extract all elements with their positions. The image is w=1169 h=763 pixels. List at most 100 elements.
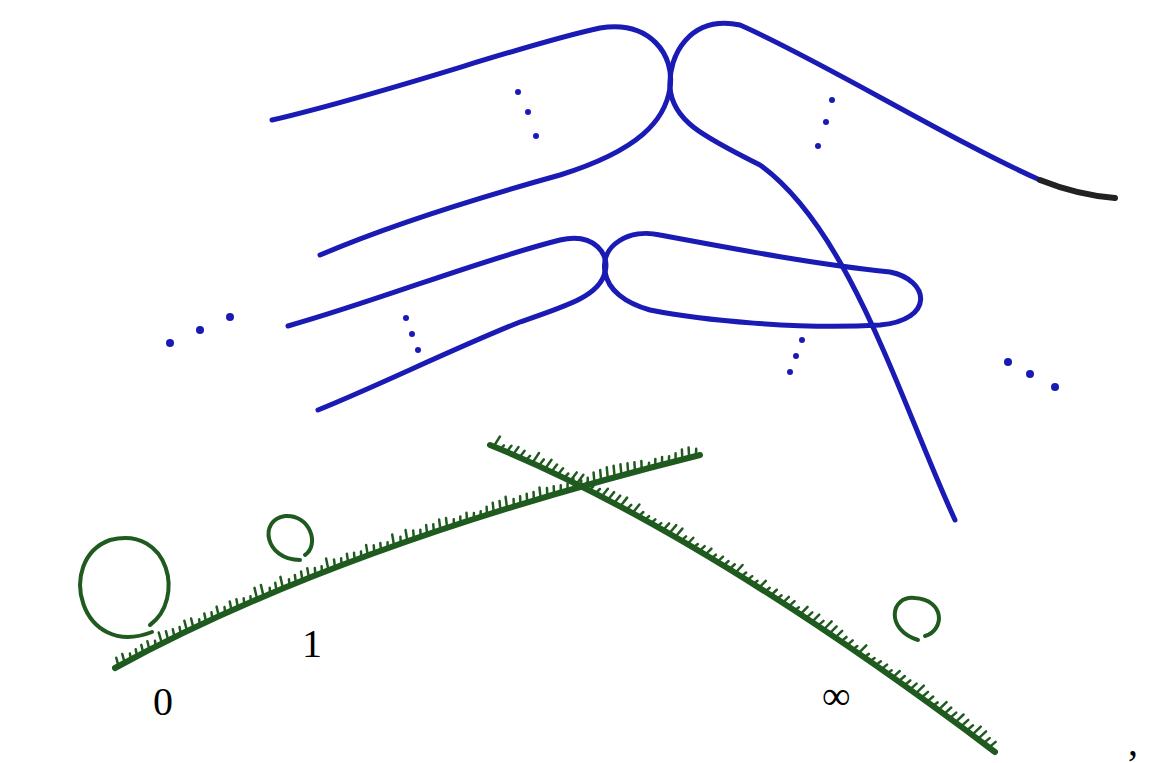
hair-tick <box>904 680 910 685</box>
hair-tick <box>379 543 382 551</box>
hair-tick <box>687 447 690 457</box>
dot <box>799 337 805 343</box>
hair-tick <box>651 519 655 523</box>
hair-tick <box>626 463 629 473</box>
hair-tick <box>978 731 986 739</box>
hair-tick <box>723 561 728 566</box>
hair-tick <box>824 621 832 629</box>
hair-tick <box>619 464 622 475</box>
hair-tick <box>526 456 530 460</box>
hair-tick <box>893 671 900 677</box>
hair-tick <box>812 615 819 622</box>
hair-tick <box>288 579 291 586</box>
hair-tick <box>372 545 375 553</box>
hair-tick <box>800 607 807 615</box>
point-label: 0 <box>153 682 173 722</box>
hair-tick <box>570 472 576 481</box>
hair-tick <box>864 654 869 657</box>
hair-tick <box>759 581 766 588</box>
hair-tick <box>210 612 213 619</box>
hair-tick <box>519 451 524 458</box>
hair-tick <box>794 607 798 610</box>
hair-tick <box>771 590 777 596</box>
hair-tick <box>693 544 697 548</box>
hair-tick <box>747 576 752 580</box>
hair-tick <box>500 445 504 449</box>
hair-tick <box>654 459 657 467</box>
hair-tick <box>887 670 892 673</box>
hair-tick <box>472 513 475 519</box>
hair-tick <box>116 658 118 666</box>
hair-tick <box>494 436 500 446</box>
hair-tick <box>261 585 264 597</box>
hair-tick <box>921 692 928 698</box>
hair-tick <box>595 489 600 494</box>
hair-tick <box>614 496 620 504</box>
hair-tick <box>927 697 933 702</box>
hair-tick <box>753 581 757 584</box>
hair-tick <box>765 588 770 592</box>
upper-right-tip <box>1040 180 1115 198</box>
hair-tick <box>881 665 887 670</box>
hair-tick <box>552 486 555 494</box>
hair-tick <box>858 645 866 653</box>
hair-tick <box>173 629 175 637</box>
hair-tick <box>334 559 335 567</box>
dot <box>1051 383 1059 391</box>
hair-tick <box>545 460 551 469</box>
hair-tick <box>818 621 824 626</box>
hair-tick <box>639 512 644 516</box>
hair-tick <box>699 546 704 551</box>
hair-tick <box>493 503 494 513</box>
blue-components <box>272 23 1115 520</box>
point-label: 1 <box>302 624 322 664</box>
hair-tick <box>307 568 309 578</box>
hair-tick <box>147 641 149 650</box>
hair-tick <box>916 686 924 694</box>
hair-tick <box>141 645 143 653</box>
punctuation: , <box>1128 722 1138 762</box>
hair-tick <box>661 457 664 465</box>
hair-tick <box>933 702 938 706</box>
hair-tick <box>459 517 462 524</box>
hair-tick <box>741 573 746 577</box>
hair-tick <box>607 467 608 479</box>
hair-tick <box>479 511 482 517</box>
hair-tick <box>539 459 544 466</box>
hair-tick <box>853 646 858 649</box>
hair-tick <box>950 713 957 719</box>
hair-tick <box>360 551 363 557</box>
hair-tick <box>583 482 588 487</box>
dot <box>823 119 829 125</box>
hair-tick <box>577 475 584 484</box>
hair-tick <box>513 447 518 455</box>
hair-tick <box>910 684 917 690</box>
hair-tick <box>320 566 323 572</box>
dot <box>415 347 421 353</box>
hair-tick <box>366 545 368 555</box>
lower-left-lobe <box>288 238 606 410</box>
hair-tick <box>876 661 881 665</box>
hair-tick <box>640 461 643 470</box>
hair-tick <box>633 462 636 472</box>
hair-tick <box>254 588 257 599</box>
hair-tick <box>198 619 201 625</box>
hair-tick <box>729 564 734 569</box>
hair-tick <box>675 529 682 537</box>
hair-tick <box>184 621 187 631</box>
hair-tick <box>870 658 875 661</box>
hair-tick <box>242 598 245 605</box>
hair-tick <box>223 607 226 613</box>
hair-tick <box>961 720 968 727</box>
hair-tick <box>944 708 951 715</box>
dot <box>226 313 234 321</box>
green-curve <box>490 445 995 752</box>
hair-tick <box>657 523 661 527</box>
continuation-dots <box>166 89 1059 391</box>
dot <box>166 339 174 347</box>
hair-tick <box>166 631 168 640</box>
hair-tick <box>236 599 238 608</box>
dot <box>533 133 539 139</box>
hair-tick <box>519 496 522 504</box>
